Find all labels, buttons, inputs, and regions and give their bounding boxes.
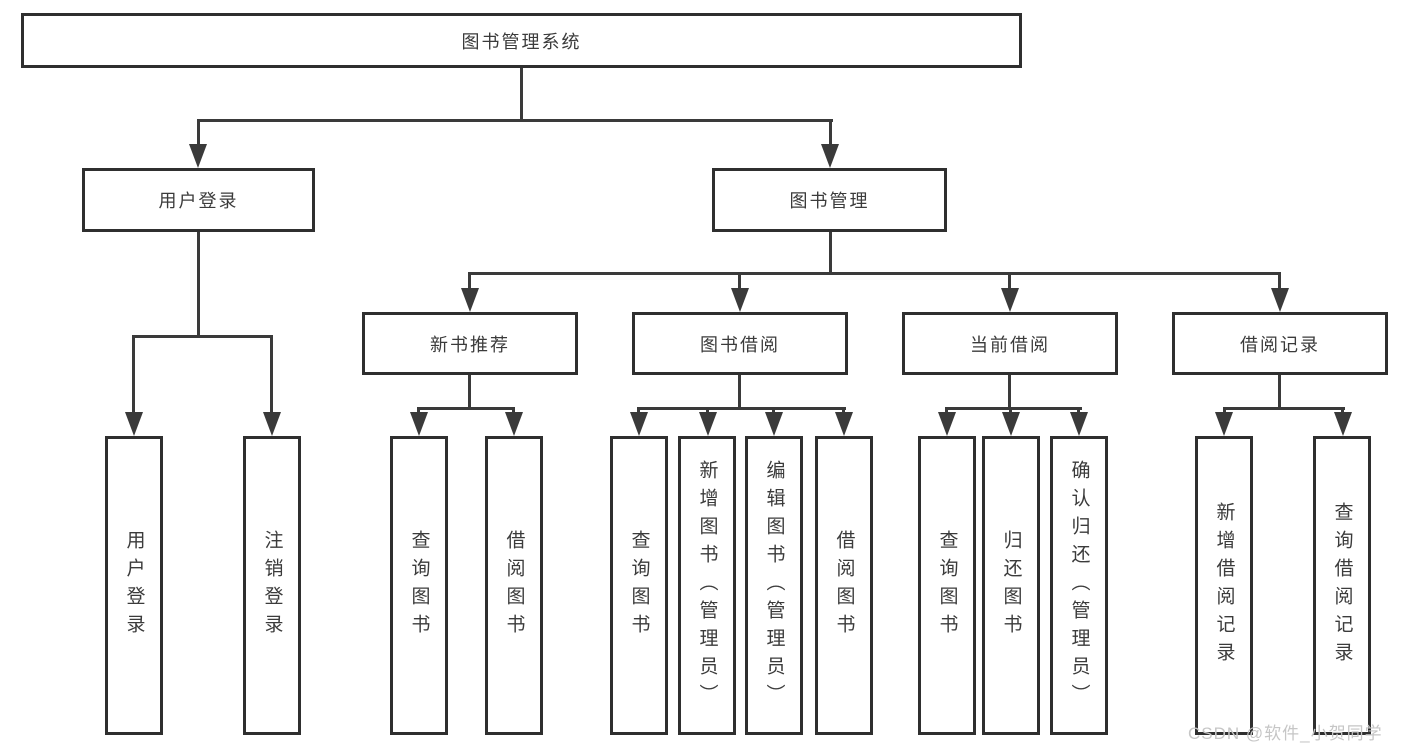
connector-line xyxy=(417,407,515,410)
leaf-logout: 注销登录 xyxy=(243,436,301,735)
csdn-watermark: CSDN @软件_小贺同学 xyxy=(1188,724,1383,743)
arrow-down-icon xyxy=(765,412,783,436)
leaf-query-books: 查询图书 xyxy=(610,436,668,735)
connector-line xyxy=(197,119,833,122)
node-book-borrow: 图书借阅 xyxy=(632,312,848,375)
connector-line xyxy=(945,407,948,415)
connector-line xyxy=(738,272,741,290)
connector-line xyxy=(1223,407,1226,415)
arrow-down-icon xyxy=(505,412,523,436)
connector-line xyxy=(197,119,200,147)
connector-line xyxy=(468,375,471,407)
connector-line xyxy=(772,407,775,415)
arrow-down-icon xyxy=(1271,288,1289,312)
arrow-down-icon xyxy=(835,412,853,436)
leaf-query-borrow-record: 查询借阅记录 xyxy=(1313,436,1371,735)
arrow-down-icon xyxy=(125,412,143,436)
arrow-down-icon xyxy=(410,412,428,436)
node-current-borrow: 当前借阅 xyxy=(902,312,1118,375)
leaf-add-borrow-record: 新增借阅记录 xyxy=(1195,436,1253,735)
arrow-down-icon xyxy=(1215,412,1233,436)
leaf-add-books-admin: 新增图书（管理员） xyxy=(678,436,736,735)
connector-line xyxy=(706,407,709,415)
leaf-confirm-return-admin: 确认归还（管理员） xyxy=(1050,436,1108,735)
connector-line xyxy=(417,407,420,415)
connector-line xyxy=(1341,407,1344,415)
connector-line xyxy=(1223,407,1345,410)
arrow-down-icon xyxy=(1001,288,1019,312)
connector-line xyxy=(637,407,846,410)
node-new-book-recommend: 新书推荐 xyxy=(362,312,578,375)
connector-line xyxy=(520,68,523,119)
connector-line xyxy=(738,375,741,407)
connector-line xyxy=(132,335,135,415)
node-borrow-records: 借阅记录 xyxy=(1172,312,1388,375)
arrow-down-icon xyxy=(1002,412,1020,436)
leaf-query-books: 查询图书 xyxy=(918,436,976,735)
leaf-borrow-books: 借阅图书 xyxy=(815,436,873,735)
arrow-down-icon xyxy=(630,412,648,436)
connector-line xyxy=(132,335,273,338)
leaf-borrow-books: 借阅图书 xyxy=(485,436,543,735)
connector-line xyxy=(468,272,1281,275)
node-user-login: 用户登录 xyxy=(82,168,315,232)
connector-line xyxy=(1278,375,1281,407)
arrow-down-icon xyxy=(1070,412,1088,436)
connector-line xyxy=(829,232,832,272)
leaf-query-books: 查询图书 xyxy=(390,436,448,735)
connector-line xyxy=(1009,407,1012,415)
arrow-down-icon xyxy=(189,144,207,168)
connector-line xyxy=(637,407,640,415)
connector-line xyxy=(468,272,471,290)
connector-line xyxy=(829,119,832,147)
connector-line xyxy=(512,407,515,415)
leaf-edit-books-admin: 编辑图书（管理员） xyxy=(745,436,803,735)
arrow-down-icon xyxy=(1334,412,1352,436)
arrow-down-icon xyxy=(731,288,749,312)
leaf-user-login: 用户登录 xyxy=(105,436,163,735)
arrow-down-icon xyxy=(263,412,281,436)
connector-line xyxy=(1278,272,1281,290)
arrow-down-icon xyxy=(699,412,717,436)
node-book-management: 图书管理 xyxy=(712,168,947,232)
arrow-down-icon xyxy=(938,412,956,436)
connector-line xyxy=(197,232,200,335)
arrow-down-icon xyxy=(821,144,839,168)
connector-line xyxy=(1008,375,1011,407)
arrow-down-icon xyxy=(461,288,479,312)
node-library-system: 图书管理系统 xyxy=(21,13,1022,68)
connector-line xyxy=(842,407,845,415)
leaf-return-books: 归还图书 xyxy=(982,436,1040,735)
connector-line xyxy=(945,407,1082,410)
connector-line xyxy=(1008,272,1011,290)
connector-line xyxy=(270,335,273,415)
connector-line xyxy=(1077,407,1080,415)
